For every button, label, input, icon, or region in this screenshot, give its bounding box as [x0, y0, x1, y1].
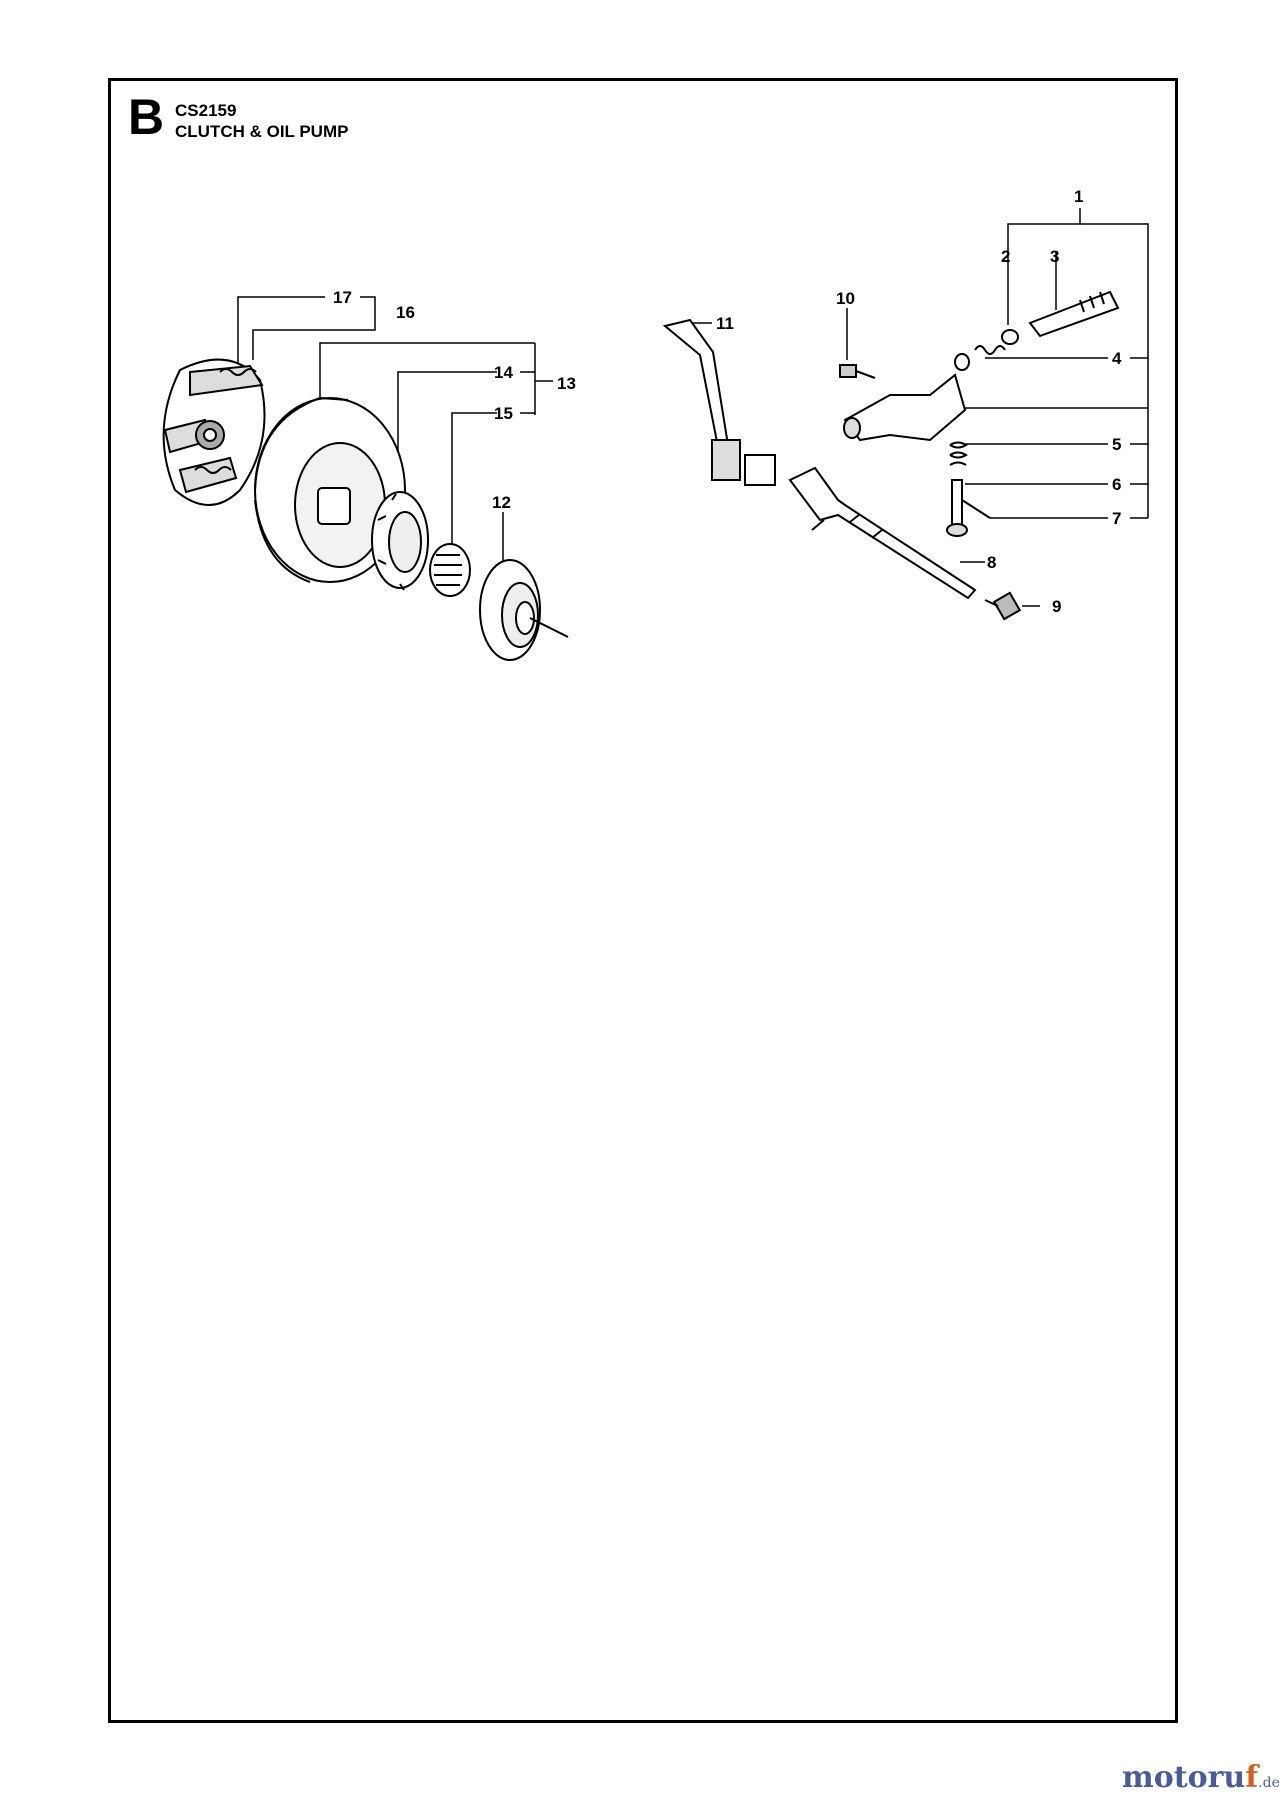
- part-label-10: 10: [836, 289, 855, 308]
- oil-pump-lever: [662, 318, 776, 486]
- watermark-logo: motoruf.de: [1122, 1763, 1280, 1793]
- part-label-16: 16: [396, 303, 415, 322]
- watermark-tld: .de: [1258, 1775, 1280, 1791]
- watermark-main: motoru: [1122, 1760, 1246, 1795]
- part-label-6: 6: [1112, 475, 1122, 494]
- part-label-12: 12: [492, 493, 511, 512]
- oil-pump-housing: [839, 364, 967, 442]
- part-label-17: 17: [333, 288, 352, 307]
- clutch-shoe-assembly: [162, 358, 266, 506]
- needle-bearing: [429, 543, 471, 597]
- part-label-5: 5: [1112, 435, 1122, 454]
- watermark-accent: f: [1245, 1760, 1259, 1795]
- model-number: CS2159: [175, 101, 237, 120]
- part-label-8: 8: [987, 553, 997, 572]
- clutch-drum: [254, 396, 406, 583]
- part-label-2: 2: [1001, 247, 1011, 266]
- leader-16-bracket-top: [360, 296, 376, 312]
- part-label-14: 14: [494, 363, 513, 382]
- leader-1-left: [1007, 208, 1081, 252]
- pump-adjust-parts: [946, 290, 1120, 537]
- diagram-frame: [108, 78, 1178, 1723]
- pump-shaft: [788, 466, 1022, 621]
- leader-14: [397, 371, 497, 505]
- part-label-11: 11: [716, 314, 734, 333]
- leader-1-right: [1080, 223, 1149, 518]
- leader-17: [237, 296, 325, 370]
- rim-sprocket: [371, 491, 429, 591]
- leader-drum: [319, 342, 535, 410]
- part-label-15: 15: [494, 404, 513, 423]
- part-label-13: 13: [557, 374, 576, 393]
- section-letter: B: [128, 89, 165, 145]
- part-label-7: 7: [1112, 509, 1122, 528]
- part-label-1: 1: [1074, 187, 1084, 206]
- leader-16: [252, 312, 376, 360]
- part-label-4: 4: [1112, 349, 1122, 368]
- part-label-9: 9: [1052, 597, 1062, 616]
- part-label-3: 3: [1050, 247, 1060, 266]
- spur-washer: [479, 559, 569, 661]
- diagram-title: CLUTCH & OIL PUMP: [175, 122, 349, 141]
- leader-15: [451, 412, 497, 550]
